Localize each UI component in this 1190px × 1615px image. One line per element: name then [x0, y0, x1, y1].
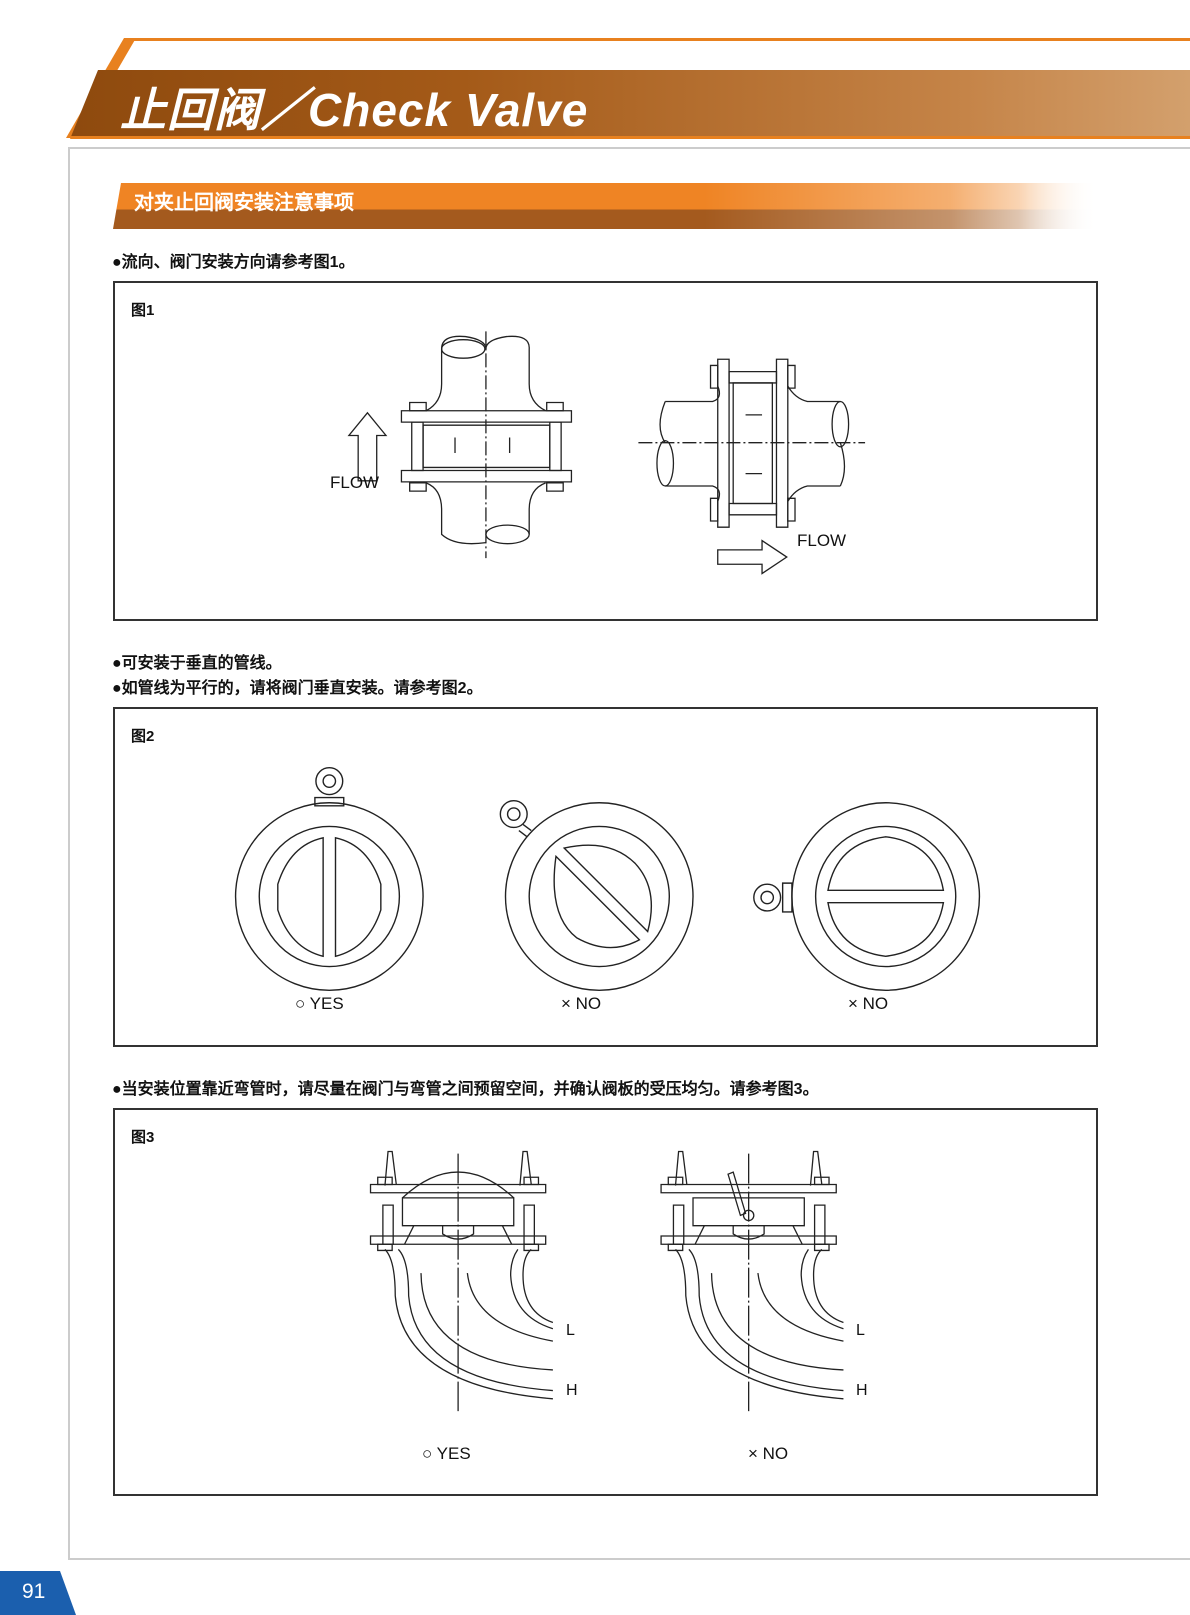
valve-vertical-disc-yes: [236, 768, 424, 991]
caption-yes: ○ YES: [295, 994, 344, 1013]
page-number: 91: [22, 1580, 46, 1603]
flow-up-arrow-icon: [349, 413, 386, 481]
figure-2: 图2 ○ YES × NO × NO: [113, 707, 1098, 1047]
mark-h-no: H: [856, 1382, 868, 1399]
figure-3-label: 图3: [131, 1129, 155, 1146]
flow-label-horizontal: FLOW: [797, 531, 847, 550]
figure-3-drawing: [115, 1110, 1100, 1498]
section-header-fade: [113, 183, 1098, 229]
mark-h-yes: H: [566, 1382, 578, 1399]
caption-yes: ○ YES: [422, 1444, 471, 1463]
header-banner: [70, 70, 1190, 139]
note-flow-direction: ●流向、阀门安装方向请参考图1。: [112, 254, 355, 271]
page-number-badge: 91: [0, 1571, 76, 1615]
valve-diagonal-disc-no: [500, 801, 693, 991]
elbow-valve-no: [661, 1152, 843, 1412]
header-rule: [128, 38, 1190, 41]
flow-label-vertical: FLOW: [330, 473, 380, 492]
valve-horizontal-disc-no: [754, 803, 980, 991]
section-title: 对夹止回阀安装注意事项: [134, 192, 354, 214]
caption-no-diagonal: × NO: [561, 994, 602, 1013]
figure-1-drawing: [115, 283, 1100, 623]
page-title: 止回阀／Check Valve: [120, 84, 589, 136]
mark-l-no: L: [856, 1322, 865, 1339]
figure-2-label: 图2: [131, 728, 155, 745]
caption-no: × NO: [748, 1444, 789, 1463]
flow-right-arrow-icon: [718, 541, 787, 574]
elbow-valve-yes: [371, 1152, 553, 1399]
figure-2-drawing: [115, 709, 1100, 1049]
note-horizontal-pipeline: ●如管线为平行的，请将阀门垂直安装。请参考图2。: [112, 680, 483, 697]
note-near-elbow: ●当安装位置靠近弯管时，请尽量在阀门与弯管之间预留空间，并确认阀板的受压均匀。请…: [112, 1081, 819, 1098]
figure-1-label: 图1: [131, 302, 155, 319]
content-frame: [68, 147, 1190, 1560]
figure-1: 图1: [113, 281, 1098, 621]
mark-l-yes: L: [566, 1322, 575, 1339]
vertical-install-diagram: [349, 331, 572, 558]
note-vertical-pipeline: ●可安装于垂直的管线。: [112, 655, 282, 672]
horizontal-install-diagram: [638, 359, 865, 573]
figure-3: 图3: [113, 1108, 1098, 1496]
caption-no-horizontal: × NO: [848, 994, 889, 1013]
